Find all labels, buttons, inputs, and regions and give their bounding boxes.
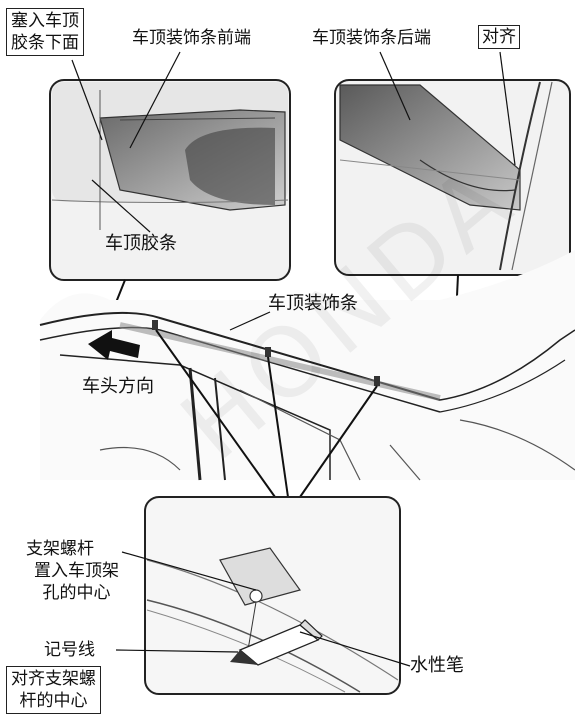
front-end-detail-panel	[49, 79, 291, 281]
roof-trim-front-label: 车顶装饰条前端	[132, 28, 251, 48]
tuck-under-molding-label: 塞入车顶 胶条下面	[6, 8, 84, 56]
car-roof-illustration	[39, 250, 575, 481]
leader-molding	[91, 179, 151, 233]
roof-trim-rear-label: 车顶装饰条后端	[312, 28, 431, 48]
leader-align	[499, 51, 516, 166]
roof-molding-label: 车顶胶条	[105, 233, 177, 254]
roof-trim-label: 车顶装饰条	[268, 293, 358, 314]
bracket-bolt-label: 支架螺杆	[26, 539, 94, 559]
align-bolt-line-2: 杆的中心	[19, 691, 88, 711]
align-bracket-bolt-label: 对齐支架螺 杆的中心	[6, 666, 101, 714]
connector-bottom-2	[267, 356, 289, 498]
leader-front-end	[129, 51, 181, 149]
place-line-2: 孔的中心	[42, 583, 111, 603]
connector-bottom-1	[155, 329, 276, 498]
leader-bracket-bolt	[121, 551, 257, 591]
rear-end-detail-panel	[334, 79, 571, 276]
leader-water-pen	[299, 631, 411, 667]
tuck-line-2: 胶条下面	[11, 33, 79, 53]
leader-rear-end	[379, 51, 411, 121]
front-direction-arrow-icon	[88, 330, 140, 360]
mark-line-label: 记号线	[44, 640, 95, 660]
align-label: 对齐	[478, 25, 520, 49]
leader-tuck	[71, 59, 103, 141]
align-bolt-line-1: 对齐支架螺	[11, 669, 96, 689]
leader-roof-trim	[229, 311, 271, 331]
leader-mark-line	[115, 649, 239, 653]
place-line-1: 置入车顶架	[34, 561, 119, 581]
bracket-bolt-detail-panel	[144, 496, 401, 695]
vehicle-front-direction-label: 车头方向	[82, 376, 154, 397]
connector-bottom-3	[299, 385, 378, 498]
tuck-line-1: 塞入车顶	[11, 11, 79, 31]
place-in-roof-rack-hole-label: 置入车顶架 孔的中心	[34, 560, 119, 604]
water-pen-label: 水性笔	[410, 655, 464, 676]
